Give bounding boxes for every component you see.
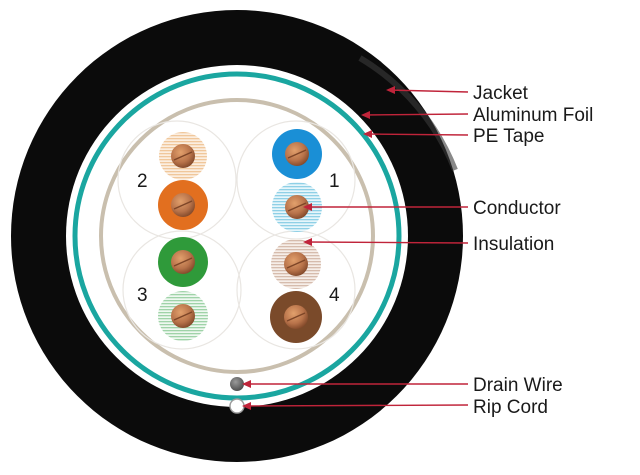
conductor-label: Conductor xyxy=(473,198,561,219)
conductor-shine xyxy=(173,257,193,267)
arrowhead xyxy=(363,130,372,138)
rip-cord xyxy=(229,398,245,414)
aluminum-foil-ring xyxy=(72,71,402,401)
drain-wire-label: Drain Wire xyxy=(473,375,563,396)
pair-number-4: 4 xyxy=(329,285,340,306)
conductor-shine xyxy=(286,259,306,269)
insulation-leader xyxy=(304,241,469,244)
conductor-shine xyxy=(287,149,307,159)
conductor-shine xyxy=(286,312,306,322)
pair-number-2: 2 xyxy=(137,171,148,192)
arrowhead xyxy=(386,86,395,94)
pe-tape-ring xyxy=(99,98,375,374)
conductor-shine xyxy=(173,200,193,210)
jacket-highlight xyxy=(358,55,458,172)
drain-wire xyxy=(230,377,244,391)
insulation-label: Insulation xyxy=(473,234,554,255)
inner-core xyxy=(66,65,408,407)
pe-tape-leader xyxy=(364,133,469,136)
aluminum-foil-leader xyxy=(362,113,469,116)
pair-number-3: 3 xyxy=(137,285,148,306)
jacket-label: Jacket xyxy=(473,83,529,104)
pair-3-outline xyxy=(122,230,242,350)
pair-number-1: 1 xyxy=(329,171,340,192)
conductor-shine xyxy=(173,311,193,321)
arrowhead xyxy=(303,238,312,246)
rip-cord-label: Rip Cord xyxy=(473,397,548,418)
aluminum-foil-label: Aluminum Foil xyxy=(473,105,593,126)
arrowhead xyxy=(242,380,251,388)
conductor-shine xyxy=(173,151,193,161)
arrowhead xyxy=(242,402,251,410)
conductor-shine xyxy=(287,202,307,212)
jacket-leader xyxy=(387,89,469,93)
arrowhead xyxy=(303,203,312,211)
rip-cord-leader xyxy=(243,404,469,407)
leader-arrowheads xyxy=(242,86,395,410)
pe-tape-label: PE Tape xyxy=(473,126,544,147)
leader-lines xyxy=(243,89,469,407)
arrowhead xyxy=(361,111,370,119)
